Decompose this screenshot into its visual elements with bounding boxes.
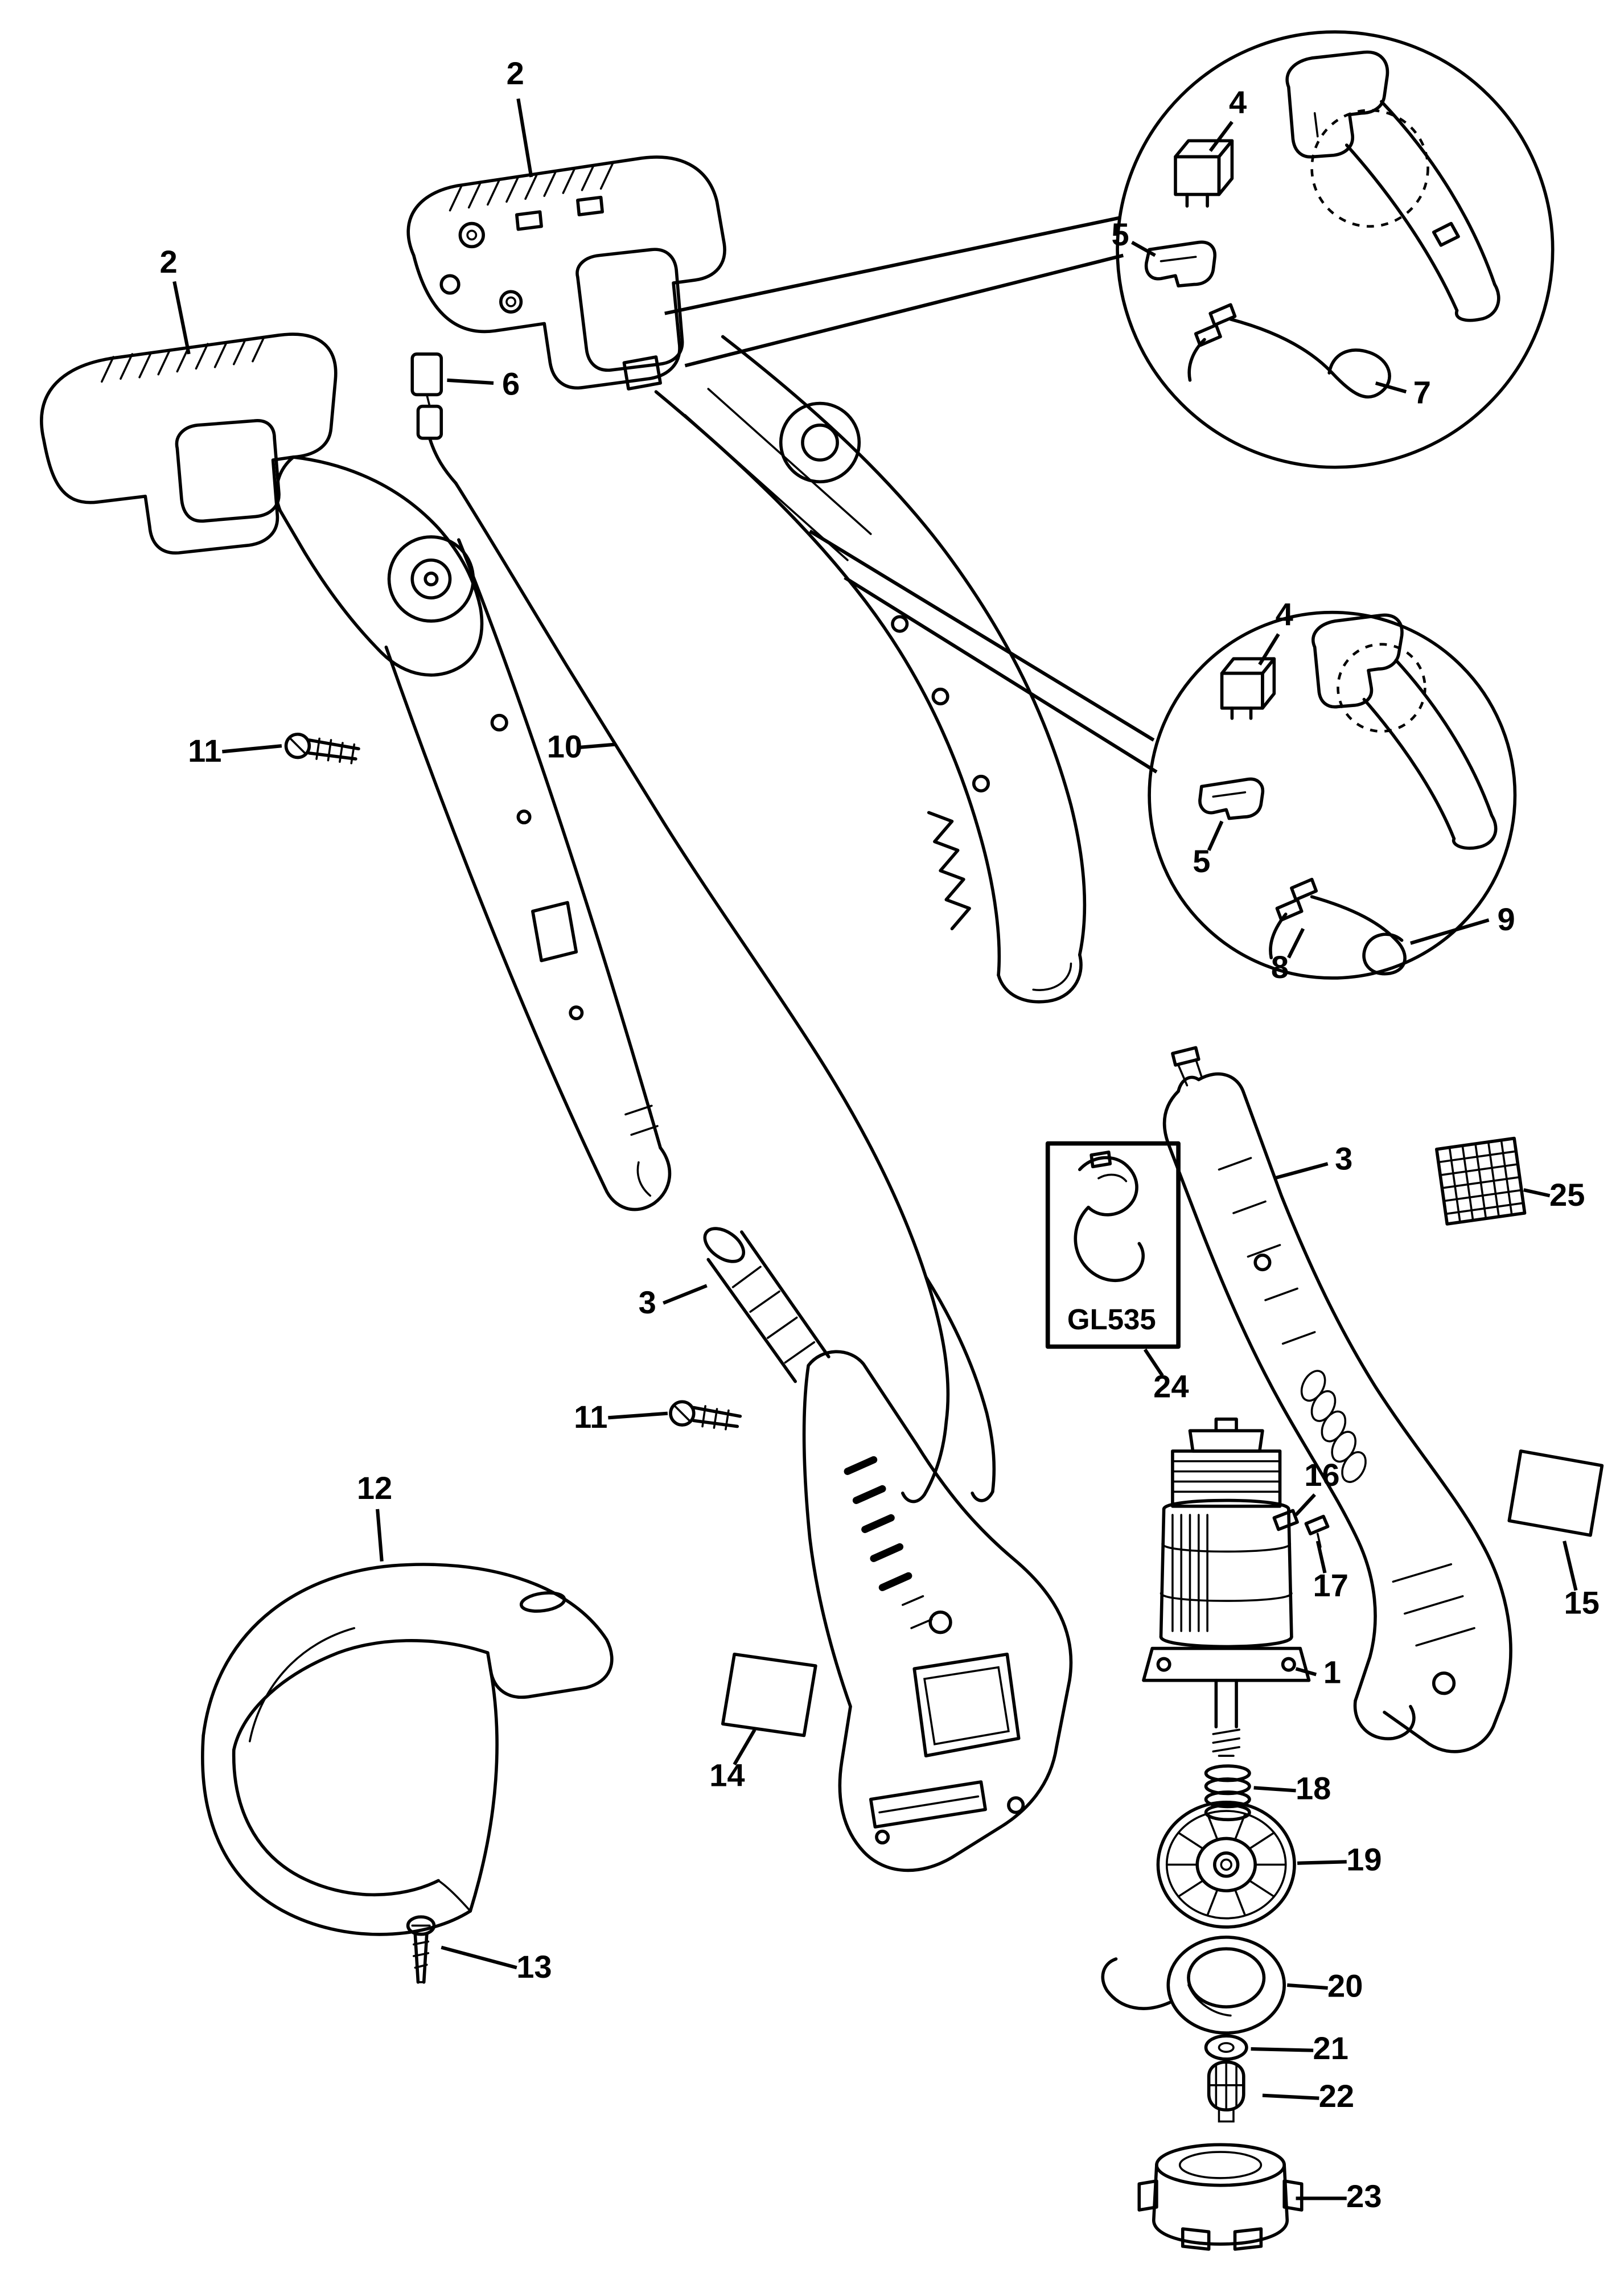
part-number: 16 xyxy=(1304,1457,1339,1493)
small-parts-16-17 xyxy=(1272,1509,1330,1548)
model-callout-box: GL535 xyxy=(1045,1141,1181,1349)
part-number: 4 xyxy=(1229,84,1247,120)
part-number: 2 xyxy=(507,55,524,91)
callout-7: 7 xyxy=(1375,375,1431,410)
part-number: 7 xyxy=(1413,375,1431,410)
part-number: 11 xyxy=(188,733,221,769)
part-number: 13 xyxy=(516,1949,552,1985)
guard-screw xyxy=(406,1915,436,1984)
callout-17: 17 xyxy=(1313,1541,1348,1603)
part-number: 8 xyxy=(1271,949,1289,985)
callout-8: 8 xyxy=(1271,927,1305,985)
part-number: 15 xyxy=(1564,1584,1600,1620)
callout-11-upper: 11 xyxy=(188,733,282,769)
callout-5-lower: 5 xyxy=(1193,820,1224,879)
part-number: 14 xyxy=(709,1757,745,1793)
label-sticker-right xyxy=(1507,1449,1604,1537)
callout-9: 9 xyxy=(1410,901,1515,945)
callout-24: 24 xyxy=(1143,1348,1189,1404)
callout-4-top: 4 xyxy=(1208,84,1247,152)
part-number: 5 xyxy=(1193,843,1210,879)
callout-3-centre: 3 xyxy=(639,1284,708,1320)
part-number: 2 xyxy=(159,244,177,280)
screw-lower xyxy=(669,1400,742,1431)
part-number: 23 xyxy=(1346,2178,1382,2214)
part-number: 22 xyxy=(1319,2078,1354,2114)
motor-housing-centre xyxy=(802,1350,1073,1872)
callout-20: 20 xyxy=(1287,1967,1363,2003)
part-number: 9 xyxy=(1498,901,1515,937)
part-number: 25 xyxy=(1549,1177,1585,1213)
callout-2-left: 2 xyxy=(159,244,191,355)
callout-14: 14 xyxy=(709,1728,757,1793)
part-number: 11 xyxy=(574,1399,607,1435)
part-number: 3 xyxy=(639,1284,656,1320)
callout-6: 6 xyxy=(447,365,520,401)
callout-18: 18 xyxy=(1253,1770,1331,1806)
screw-upper xyxy=(284,732,360,765)
safety-guard xyxy=(201,1563,614,1936)
callout-15: 15 xyxy=(1563,1541,1600,1620)
callout-2-top: 2 xyxy=(507,55,533,178)
part-number: 20 xyxy=(1327,1967,1363,2003)
part-number: 24 xyxy=(1153,1369,1189,1404)
callout-23: 23 xyxy=(1296,2178,1382,2214)
callout-10: 10 xyxy=(547,729,616,765)
callout-11-lower: 11 xyxy=(574,1399,668,1435)
callout-21: 21 xyxy=(1251,2030,1348,2066)
part-number: 4 xyxy=(1276,597,1293,632)
callout-5-top: 5 xyxy=(1112,216,1156,257)
part-number: 18 xyxy=(1296,1770,1331,1806)
part-number: 5 xyxy=(1112,216,1129,252)
callout-16: 16 xyxy=(1294,1457,1340,1517)
part-number: 21 xyxy=(1313,2030,1348,2066)
part-number: 17 xyxy=(1313,1567,1348,1603)
detail-view-top xyxy=(664,30,1555,469)
callout-13: 13 xyxy=(441,1945,552,1985)
part-number: 19 xyxy=(1346,1842,1382,1878)
power-cable-and-connector xyxy=(410,352,996,1504)
callout-25: 25 xyxy=(1523,1177,1585,1213)
callout-12: 12 xyxy=(357,1470,392,1562)
part-number: 3 xyxy=(1335,1140,1352,1176)
part-number: 6 xyxy=(502,365,520,401)
callout-4-lower: 4 xyxy=(1258,597,1293,666)
trimmer-head-stack xyxy=(1101,1764,1304,2251)
handle-assembly-top xyxy=(406,155,1087,1004)
model-label: GL535 xyxy=(1067,1303,1156,1336)
lower-shaft-tube xyxy=(703,1227,830,1383)
callout-22: 22 xyxy=(1262,2078,1354,2114)
part-number: 10 xyxy=(547,729,582,765)
part-number: 1 xyxy=(1323,1654,1341,1690)
callout-1: 1 xyxy=(1295,1654,1341,1690)
label-sticker-left xyxy=(721,1652,817,1737)
detail-view-lower xyxy=(809,529,1517,980)
handle-assembly-left xyxy=(40,332,672,1211)
part-number: 12 xyxy=(357,1470,392,1506)
warning-label-grid xyxy=(1435,1136,1527,1226)
callout-19: 19 xyxy=(1297,1842,1382,1878)
callout-3-right: 3 xyxy=(1273,1140,1352,1180)
motor xyxy=(1142,1418,1311,1757)
